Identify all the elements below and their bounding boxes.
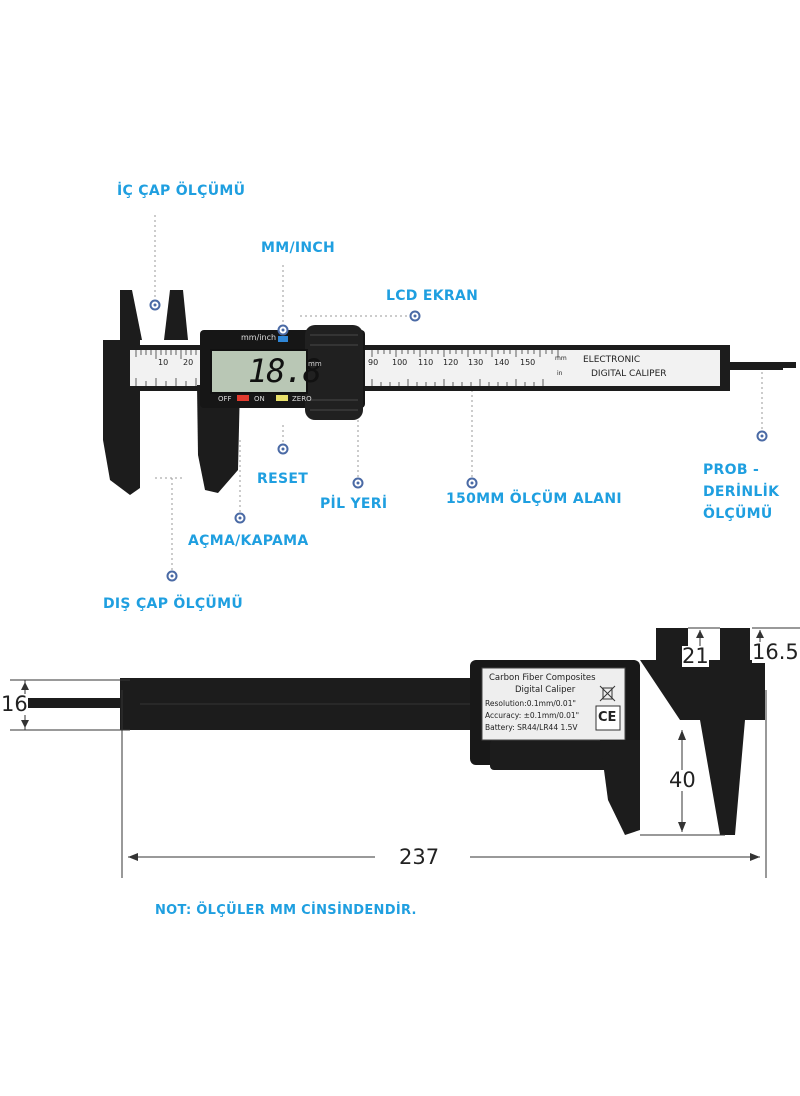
dimension-237: 237 — [399, 845, 440, 869]
label-ic-cap-olcumu: İÇ ÇAP ÖLÇÜMÜ — [117, 183, 246, 199]
label-prob-line1: PROB - — [703, 462, 760, 478]
scale-unit-mm: mm — [555, 355, 567, 362]
plate-line-1: Carbon Fiber Composites — [489, 673, 596, 683]
beam-text-digital-caliper: DIGITAL CALIPER — [591, 369, 667, 379]
label-lcd-ekran: LCD EKRAN — [386, 288, 479, 304]
dimension-21: 21 — [682, 644, 709, 668]
label-reset: RESET — [257, 471, 309, 487]
mm-inch-button[interactable] — [278, 336, 288, 342]
top-caliper — [103, 290, 796, 495]
lcd-display-unit: mm — [308, 360, 322, 368]
plate-line-2: Digital Caliper — [515, 685, 576, 695]
label-pil-yeri: PİL YERİ — [320, 496, 388, 512]
dimension-40: 40 — [669, 768, 696, 792]
scale-number: 100 — [392, 358, 408, 367]
lcd-unit-switch-label: mm/inch — [241, 333, 277, 342]
plate-line-3: Resolution:0.1mm/0.01" — [485, 699, 576, 708]
scale-unit-in: in — [557, 370, 563, 377]
callout-dots — [149, 299, 768, 582]
weee-icon — [599, 685, 616, 702]
off-label: OFF — [218, 395, 232, 403]
label-dis-cap-olcumu: DIŞ ÇAP ÖLÇÜMÜ — [103, 596, 243, 612]
label-150mm-olcum-alani: 150MM ÖLÇÜM ALANI — [446, 491, 622, 507]
label-prob-line2: DERİNLİK — [703, 484, 780, 500]
label-prob-line3: ÖLÇÜMÜ — [703, 506, 773, 522]
zero-label: ZERO — [292, 395, 312, 403]
beam-text-electronic: ELECTRONIC — [583, 355, 641, 365]
on-label: ON — [254, 395, 265, 403]
scale-number: 20 — [183, 358, 194, 367]
off-button[interactable] — [237, 395, 249, 401]
scale-number: 10 — [158, 358, 169, 367]
zero-button-marker[interactable] — [276, 395, 288, 401]
ce-mark: CE — [598, 710, 617, 725]
dimension-lines — [10, 627, 800, 878]
scale-number: 130 — [468, 358, 484, 367]
plate-line-5: Battery: SR44/LR44 1.5V — [485, 723, 578, 732]
label-mm-inch: MM/INCH — [261, 240, 335, 256]
scale-number: 90 — [368, 358, 379, 367]
scale-number: 110 — [418, 358, 434, 367]
note-text: NOT: ÖLÇÜLER MM CİNSİNDENDİR. — [155, 903, 417, 918]
scale-number: 140 — [494, 358, 510, 367]
label-acma-kapama: AÇMA/KAPAMA — [188, 533, 309, 549]
dimension-16: 16 — [1, 692, 28, 716]
bottom-caliper — [27, 628, 765, 835]
lcd-display-value: 18.8 — [248, 352, 322, 390]
plate-line-4: Accuracy: ±0.1mm/0.01" — [485, 711, 580, 720]
dimension-16-5: 16.5 — [752, 640, 799, 664]
scale-number: 150 — [520, 358, 536, 367]
scale-number: 120 — [443, 358, 459, 367]
